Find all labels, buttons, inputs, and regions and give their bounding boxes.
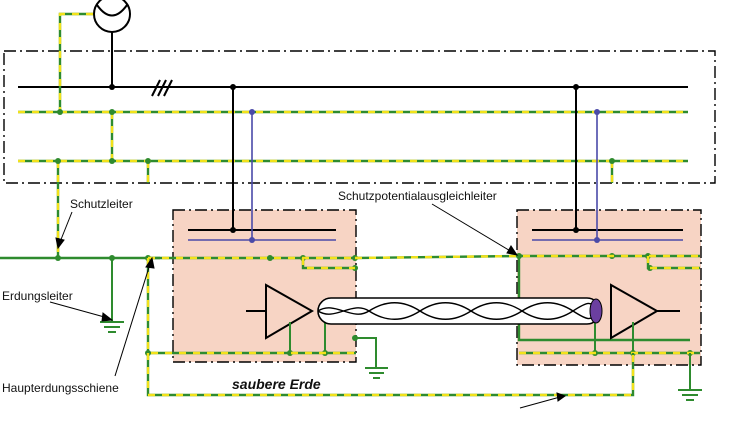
clean-earth-conductor [146,353,635,397]
label-schutzleiter: Schutzleiter [70,197,133,211]
distribution-enclosure [3,50,716,184]
phase-drops [188,87,683,241]
transformer-pe-link [58,12,93,112]
ground-symbol-icon [100,321,124,333]
device-box-left [172,209,357,363]
label-haupterdungsschiene: Haupterdungsschiene [2,381,119,395]
label-schutzpotentialausgleichleiter: Schutzpotentialausgleichleiter [338,189,497,203]
three-phase-hatch-icon [151,79,173,97]
transformer-icon [93,0,131,87]
right-device-ground-lines [519,318,702,401]
shielded-cable [317,297,603,325]
pe-to-left-device [148,256,355,270]
label-erdungsleiter: Erdungsleiter [2,289,73,303]
device-box-right [516,209,702,366]
label-saubere-erde: saubere Erde [232,376,321,392]
leader-lines [49,203,567,409]
pe-vertical-links [56,112,614,258]
